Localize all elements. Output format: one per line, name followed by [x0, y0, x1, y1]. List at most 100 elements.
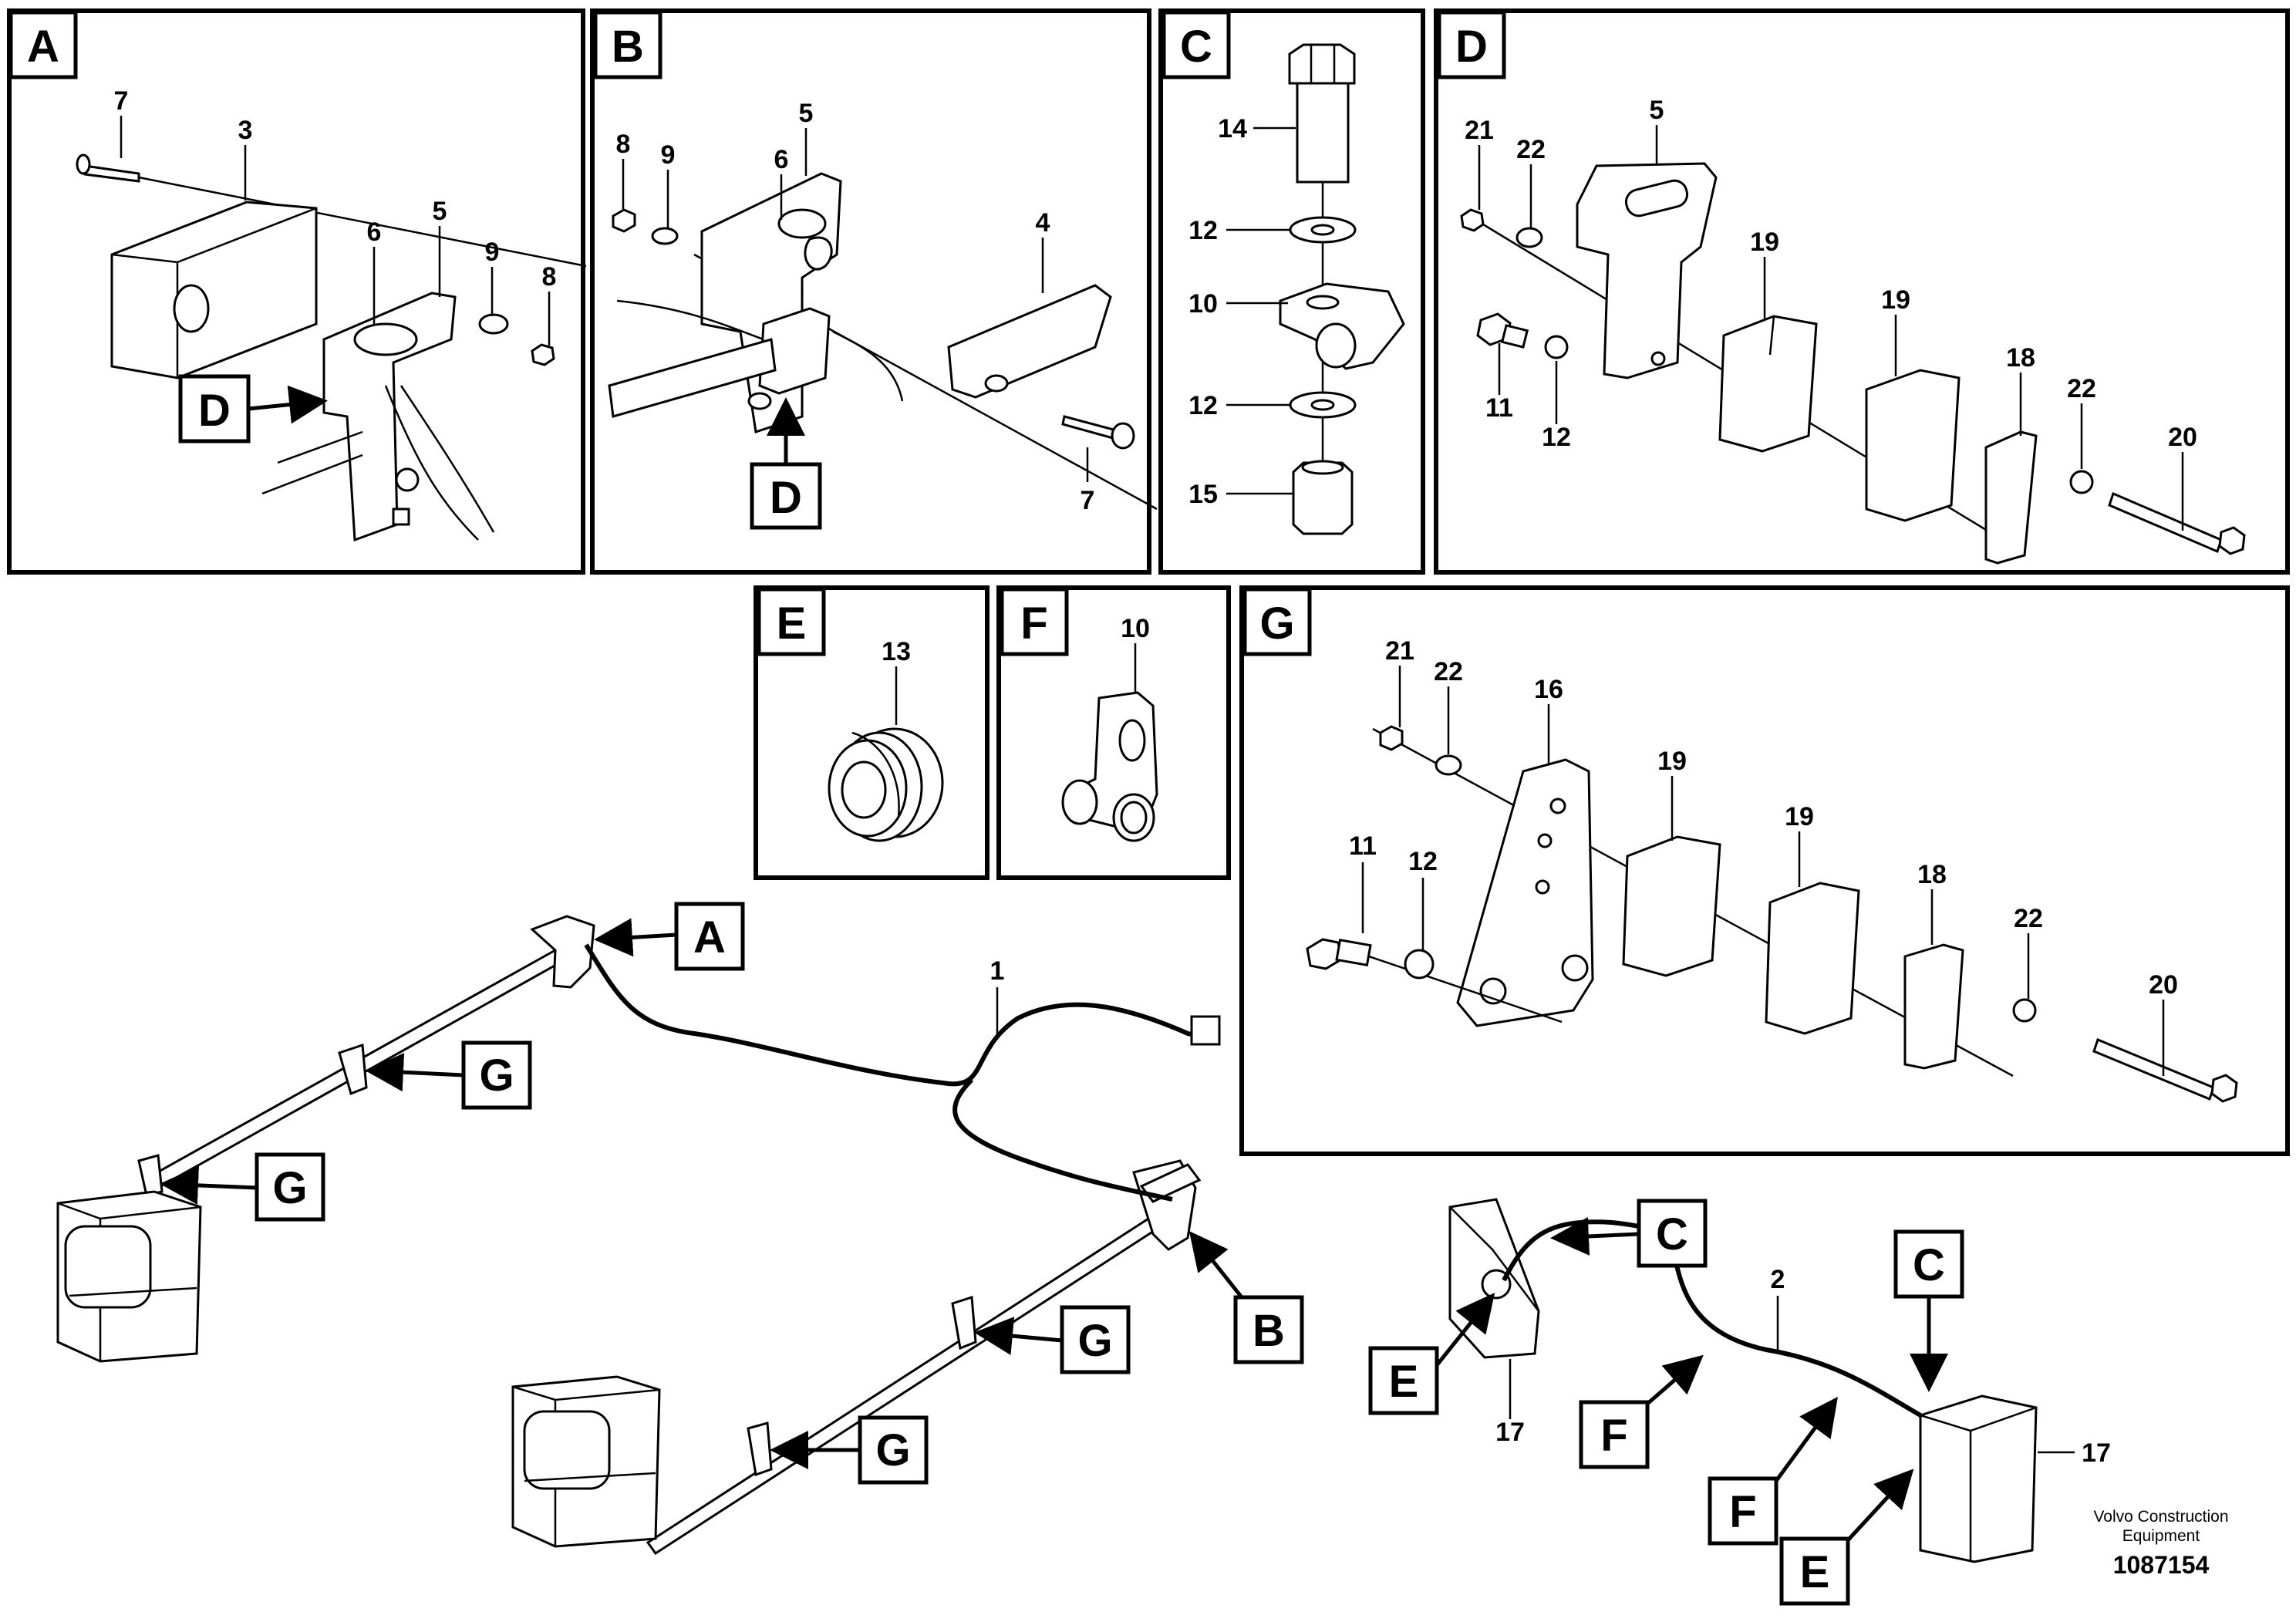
panel-d: D 21 22 5 19 19	[1434, 8, 2290, 575]
callout: 20	[2149, 970, 2178, 1000]
callout: 14	[1218, 114, 1247, 143]
overview-tags: A G G B G G C	[160, 902, 1964, 1606]
svg-text:E: E	[1800, 1547, 1830, 1597]
panel-c-callouts: 14 12 10 12 15	[1188, 114, 1296, 509]
panel-g-letter: G	[1259, 599, 1294, 649]
company-name-line2: Equipment	[2122, 1527, 2200, 1545]
callout: 12	[1542, 423, 1571, 452]
panel-b-callouts: 8 9 5 6 4 7	[616, 99, 1095, 515]
arrow-tag-g: G	[770, 1415, 929, 1485]
svg-text:F: F	[1729, 1487, 1756, 1537]
callout: 22	[2014, 904, 2043, 933]
callout: 1	[990, 956, 1005, 986]
callout: 12	[1408, 847, 1438, 876]
arrow-tag-g: G	[974, 1305, 1131, 1374]
panel-a-letter: A	[27, 22, 59, 72]
callout: 4	[1036, 208, 1050, 238]
svg-text:G: G	[479, 1050, 514, 1101]
svg-text:E: E	[1389, 1357, 1419, 1407]
callout: 3	[238, 116, 253, 145]
panel-b: B 8 9 5 6 4	[590, 8, 1158, 575]
svg-text:G: G	[1077, 1316, 1112, 1366]
callout: 7	[114, 86, 129, 116]
callout: 10	[1188, 289, 1218, 319]
panel-g-callouts: 21 22 16 19 19 11 12 18 22 20	[1349, 636, 2178, 1076]
svg-text:G: G	[875, 1425, 910, 1475]
ref-tag-letter: D	[198, 386, 231, 436]
panel-c-drawing	[1279, 43, 1405, 535]
panel-c-letter: C	[1180, 22, 1212, 72]
panel-b-letter: B	[612, 22, 644, 72]
arrow-tag-g: G	[160, 1152, 325, 1222]
panel-f-drawing	[1061, 691, 1158, 842]
callout: 5	[799, 99, 814, 128]
panel-b-drawing	[608, 172, 1158, 511]
panel-d-letter: D	[1455, 22, 1488, 72]
arrow-tag-c: C	[1550, 1199, 1708, 1268]
panel-e-letter: E	[777, 599, 807, 649]
footer: Volvo Construction Equipment 1087154	[2093, 1508, 2228, 1579]
drawing-number: 1087154	[2113, 1551, 2210, 1579]
callout: 5	[433, 197, 447, 226]
callout: 19	[1750, 228, 1779, 257]
panel-e-drawing	[828, 727, 944, 842]
svg-text:G: G	[272, 1163, 307, 1213]
callout: 9	[661, 140, 676, 170]
callout: 12	[1188, 216, 1218, 245]
ref-tag-letter: D	[770, 473, 802, 523]
panel-d-callouts: 21 22 5 19 19 11 12 18 22 20	[1465, 96, 2197, 531]
callout: 11	[1349, 831, 1377, 861]
callout: 18	[2006, 343, 2035, 373]
callout: 7	[1081, 486, 1095, 515]
callout: 21	[1385, 636, 1414, 666]
panel-f: F 10	[996, 585, 1231, 880]
callout: 8	[542, 262, 557, 292]
callout: 22	[1434, 657, 1463, 686]
callout: 5	[1650, 96, 1664, 125]
arrow-tag-f: F	[1579, 1354, 1704, 1469]
panel-a: A 7 3 6 5 9	[7, 8, 587, 575]
callout: 22	[2067, 374, 2096, 403]
callout: 19	[1785, 802, 1814, 831]
callout: 19	[1657, 747, 1687, 776]
arrow-tag-e: E	[1368, 1293, 1495, 1415]
arrow-tag-f: F	[1708, 1396, 1838, 1546]
callout: 13	[882, 637, 911, 666]
arrow-tag-c: C	[1893, 1229, 1964, 1392]
panel-a-drawing	[76, 153, 587, 542]
callout: 17	[1495, 1418, 1525, 1447]
panel-f-letter: F	[1020, 599, 1047, 649]
arrow-tag-a: A	[594, 902, 745, 971]
overview-callouts: 1 2 17 17	[990, 956, 2111, 1468]
arrow-tag-g: G	[365, 1040, 532, 1110]
overview-assembly	[56, 915, 2038, 1563]
svg-text:A: A	[693, 912, 726, 963]
callout: 9	[485, 238, 500, 267]
callout: 19	[1881, 285, 1910, 315]
panel-b-ref-tag: D	[750, 397, 822, 530]
company-name: Volvo Construction	[2093, 1508, 2228, 1526]
svg-text:F: F	[1600, 1411, 1627, 1461]
callout: 6	[367, 218, 382, 247]
callout: 12	[1188, 391, 1218, 420]
callout: 6	[774, 145, 789, 174]
callout: 15	[1188, 480, 1218, 509]
callout: 20	[2168, 423, 2197, 452]
callout: 10	[1121, 614, 1150, 643]
callout: 18	[1917, 860, 1947, 889]
panel-a-ref-tag: D	[178, 374, 328, 443]
panel-g: G 21 22 16	[1239, 585, 2290, 1156]
callout: 2	[1771, 1265, 1785, 1294]
callout: 16	[1534, 675, 1563, 704]
panel-e-callouts: 13	[882, 637, 911, 725]
callout: 22	[1516, 135, 1546, 164]
arrow-tag-e: E	[1779, 1469, 1914, 1606]
svg-text:C: C	[1656, 1209, 1688, 1259]
callout: 17	[2082, 1438, 2111, 1468]
svg-text:B: B	[1253, 1306, 1285, 1356]
callout: 21	[1465, 116, 1494, 145]
panel-c: C 14 12 10 12 15	[1158, 8, 1425, 575]
panel-f-callouts: 10	[1121, 614, 1150, 694]
panel-a-callouts: 7 3 6 5 9 8	[114, 86, 557, 346]
